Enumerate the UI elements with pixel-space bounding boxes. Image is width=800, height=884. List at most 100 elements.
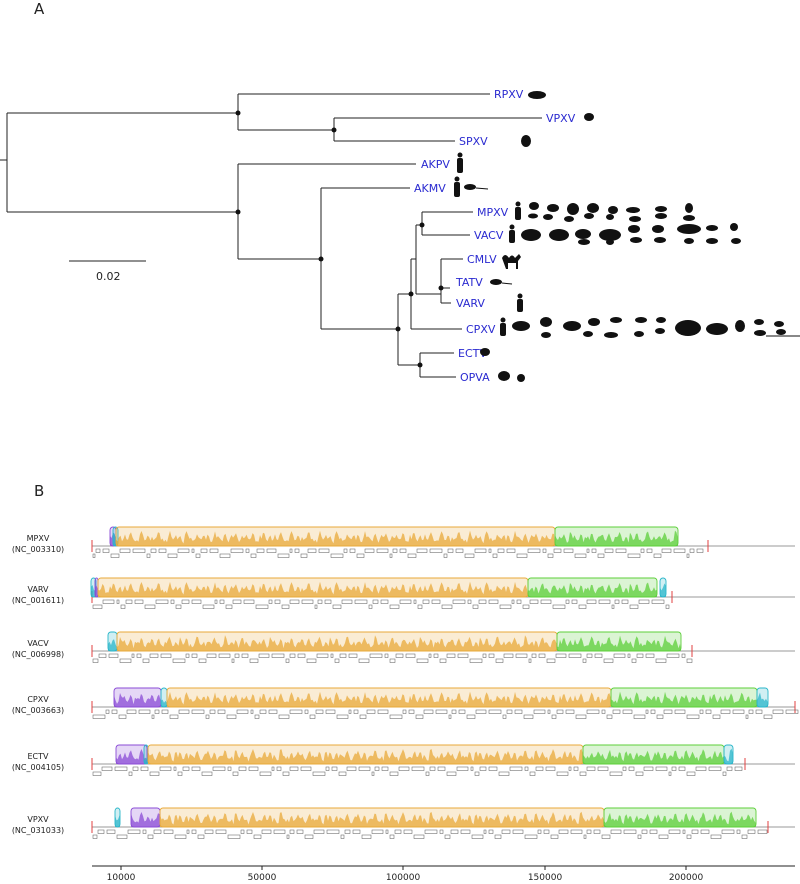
rodent-icon (480, 348, 490, 356)
gene-box (408, 709, 415, 714)
gene-box (661, 548, 672, 553)
gene-box (151, 714, 155, 719)
gene-box (488, 709, 502, 714)
gene-box (656, 714, 664, 719)
gene-box (301, 599, 314, 604)
gene-box (160, 653, 172, 658)
gene-box (389, 771, 399, 776)
gene-box (191, 599, 202, 604)
gene-box (153, 829, 162, 834)
gene-box (314, 604, 318, 609)
genome-track (91, 744, 795, 776)
ferret-icon (656, 317, 666, 323)
gene-box (318, 548, 330, 553)
gene-box (230, 548, 244, 553)
leaf-label-opva: OPVA (460, 371, 490, 384)
gene-box (231, 658, 235, 663)
rodent-icon (774, 321, 784, 327)
gene-box (686, 553, 690, 558)
gene-box (460, 829, 471, 834)
gene-box (158, 548, 167, 553)
gene-box (428, 653, 432, 658)
gene-box (429, 766, 436, 771)
fox-icon (628, 225, 640, 233)
gene-box (398, 766, 410, 771)
gene-box (475, 709, 487, 714)
gene-box (289, 766, 299, 771)
gene-box (399, 548, 407, 553)
gene-box (556, 709, 564, 714)
mouse-icon (464, 184, 476, 190)
gene-box (371, 771, 375, 776)
gene-box (573, 766, 579, 771)
gene-box (173, 766, 177, 771)
gene-box (495, 658, 504, 663)
gene-box (266, 548, 277, 553)
rabbit-icon (584, 213, 594, 219)
gene-box (250, 553, 257, 558)
gene-box (446, 653, 456, 658)
cat-icon (517, 374, 525, 382)
gene-box (545, 766, 556, 771)
gene-box (413, 599, 417, 604)
gene-box (364, 548, 375, 553)
gene-box (591, 548, 597, 553)
gene-box (621, 599, 629, 604)
squirrel-icon (529, 202, 539, 210)
gene-box (259, 771, 272, 776)
gene-box (492, 553, 498, 558)
gene-box (282, 771, 290, 776)
gene-box (206, 653, 217, 658)
gene-box (551, 714, 557, 719)
gene-box (167, 553, 178, 558)
pig-icon (575, 229, 591, 239)
genome-track (91, 631, 795, 663)
gene-box (146, 553, 151, 558)
gene-box (174, 834, 187, 839)
gene-box (516, 553, 528, 558)
gene-box (191, 829, 197, 834)
similarity-profile (108, 639, 117, 651)
gene-box (696, 548, 704, 553)
gene-box (622, 709, 633, 714)
gene-box (205, 714, 210, 719)
gene-box (757, 829, 768, 834)
gene-box (232, 599, 242, 604)
gene-box (175, 604, 182, 609)
rodent-icon (654, 237, 666, 243)
gene-box (201, 771, 213, 776)
human-icon (500, 317, 506, 336)
gene-box (92, 604, 103, 609)
gene-box (552, 604, 566, 609)
gene-box (497, 548, 505, 553)
leaf-label-akpv: AKPV (421, 158, 450, 171)
gene-box (346, 766, 357, 771)
gene-box (516, 599, 522, 604)
horse-icon (549, 229, 569, 241)
gene-box (371, 829, 384, 834)
gene-box (389, 658, 396, 663)
gene-box (309, 714, 316, 719)
gene-box (132, 766, 139, 771)
gene-box (326, 829, 340, 834)
genome-accession-label: (NC_003310) (12, 545, 64, 554)
deer-icon (652, 225, 664, 233)
gene-box (452, 599, 466, 604)
gene-box (147, 834, 154, 839)
gene-box (253, 834, 262, 839)
gene-box (325, 709, 336, 714)
gene-box (478, 599, 487, 604)
hare-icon (606, 214, 614, 220)
gene-box (523, 714, 534, 719)
similarity-profile (116, 530, 555, 546)
gene-box (281, 604, 290, 609)
gene-box (695, 766, 707, 771)
gene-box (198, 658, 207, 663)
leaf-label-ectv: ECTV (458, 347, 487, 360)
gene-box (720, 709, 731, 714)
similarity-profile (167, 691, 611, 707)
gene-box (416, 658, 429, 663)
mink-icon (610, 317, 622, 323)
